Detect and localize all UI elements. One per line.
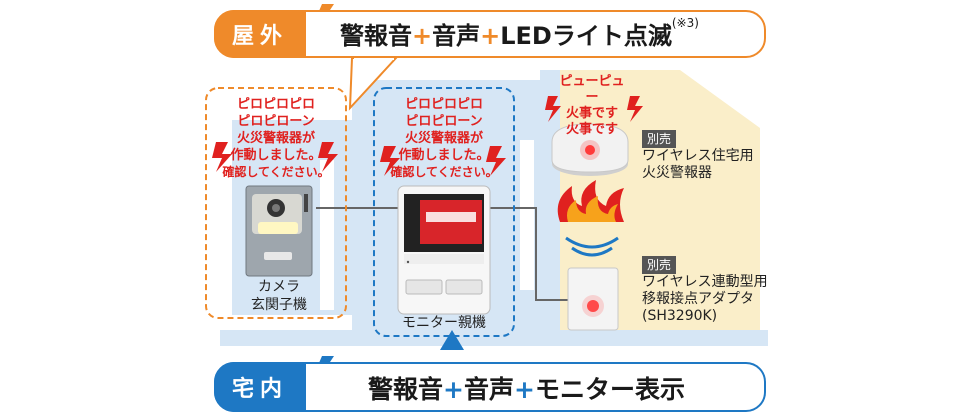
outdoor-item-led: LEDライト点滅 [500,22,672,50]
message-line: 作動しました。 [230,148,322,163]
monitor-alert-message: ピロピロピロ ピロピローン 火災警報器が 作動しました。 確認してください。 [374,96,514,181]
message-line: 確認してください。 [390,165,498,179]
wireless-wave-icon [565,236,619,257]
fire-icon [557,180,624,222]
message-line: ピロピローン [237,114,315,129]
adapter-line: ワイヤレス連動型用 [642,274,768,290]
monitor-master-unit [397,185,491,315]
message-line: 火災警報器が [236,131,315,146]
detector-label: 別売 ワイヤレス住宅用 火災警報器 [642,130,754,182]
camera-label: カメラ 玄関子機 [236,278,322,314]
pointer-mask [354,56,394,60]
outdoor-tag: 屋外 [214,10,306,58]
camera-alert-message: ピロピロピロ ピロピローン 火災警報器が 作動しました。 確認してください。 [206,96,346,181]
detector-line: 火災警報器 [642,165,712,181]
message-line: 確認してください。 [222,165,330,179]
adapter-label: 別売 ワイヤレス連動型用 移報接点アダプタ (SH3290K) [642,256,768,325]
camera-label-line: 玄関子機 [251,297,307,313]
indoor-pointer [440,330,464,350]
window-gap [320,160,334,310]
outdoor-note: (※3) [671,16,699,30]
contact-adapter [567,267,619,331]
outdoor-banner [214,10,766,58]
smoke-detector [551,123,629,176]
floor [220,330,768,346]
voice-line: ピューピュー [559,74,625,105]
monitor-highlight [373,87,515,337]
message-line: ピロピローン [405,114,483,129]
outdoor-item-voice: 音声 [432,22,481,50]
indoor-item-voice: 音声 [463,375,514,404]
outdoor-item-alarm: 警報音 [340,22,412,50]
camera-label-line: カメラ [258,279,300,295]
indoor-item-monitor: モニター表示 [534,375,685,404]
monitor-label: モニター親機 [402,315,486,331]
sold-separately-badge: 別売 [642,256,677,274]
window-gap [520,140,534,290]
indoor-description: 警報音+音声+モニター表示 [368,370,685,406]
alarm-voice-message: ピューピュー 火事です 火事です [554,74,630,138]
sold-separately-badge: 別売 [642,130,677,148]
plus-sign: + [412,22,433,50]
message-line: 火災警報器が [404,131,483,146]
voice-line: 火事です [565,106,618,121]
adapter-line: 移報接点アダプタ [642,291,754,307]
indoor-item-alarm: 警報音 [368,375,444,404]
message-line: ピロピロピロ [404,97,483,112]
message-line: 作動しました。 [398,148,490,163]
detector-line: ワイヤレス住宅用 [642,148,754,164]
outdoor-description: 警報音+音声+LEDライト点滅(※3) [340,16,699,51]
plus-sign: + [513,375,535,404]
message-line: ピロピロピロ [236,97,315,112]
camera-door-station [245,185,313,277]
indoor-tag: 宅内 [214,362,306,412]
adapter-line: (SH3290K) [642,308,718,324]
plus-sign: + [480,22,501,50]
plus-sign: + [443,375,464,404]
alert-bolt-icon [212,96,643,176]
indoor-banner [214,362,766,412]
voice-line: 火事です [565,122,618,137]
